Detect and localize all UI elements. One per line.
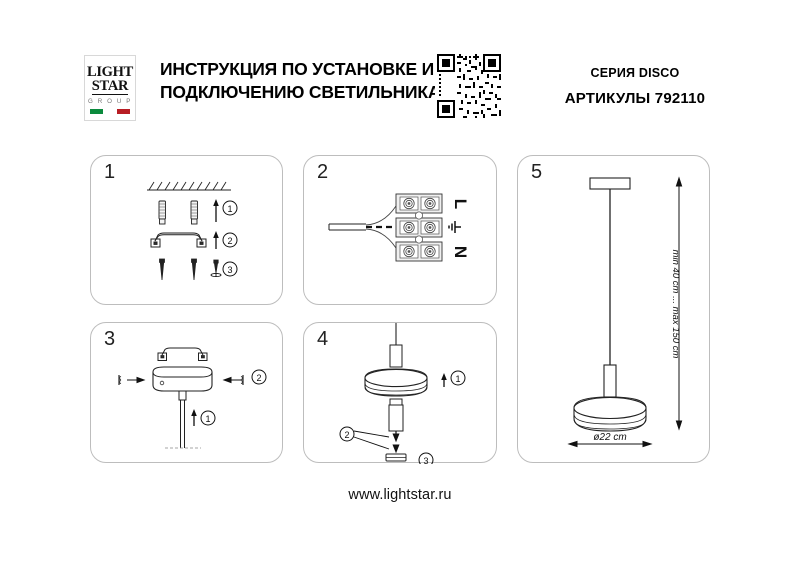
step-number-1: 1 bbox=[104, 161, 116, 183]
assembly-arrows bbox=[392, 431, 400, 454]
wall-anchor-icon bbox=[158, 200, 198, 225]
step-panel-1: 1 bbox=[90, 155, 283, 305]
callout-text-4-2: 2 bbox=[344, 430, 349, 440]
canopy-set-screw bbox=[159, 380, 165, 386]
ceiling-canopy-icon bbox=[152, 366, 213, 392]
step-panel-3: 3 bbox=[90, 322, 283, 463]
terminal-block-icon bbox=[395, 193, 443, 262]
ceiling-plate bbox=[589, 177, 631, 190]
step-panel-4: 4 1 bbox=[303, 322, 497, 464]
callout-leader-2 bbox=[353, 430, 390, 450]
terminal-label-live: L bbox=[451, 199, 470, 209]
page-title-line-2: ПОДКЛЮЧЕНИЮ СВЕТИЛЬНИКА bbox=[160, 82, 441, 102]
logo-text-light: LIGHT bbox=[86, 64, 134, 81]
callout-arrow-1 bbox=[191, 409, 197, 426]
height-dimension bbox=[675, 176, 683, 431]
callout-text-1-3: 3 bbox=[227, 265, 232, 275]
step-1-diagram: 1 2 bbox=[147, 181, 238, 281]
diameter-dimension bbox=[567, 440, 653, 448]
screw-icon bbox=[159, 258, 197, 281]
fixing-screw-right bbox=[222, 375, 244, 385]
terminal-label-neutral: N bbox=[451, 246, 470, 258]
callout-text-1-1: 1 bbox=[227, 204, 232, 214]
step-panel-5: 5 min 40 cm ... max 150 cm bbox=[517, 155, 710, 463]
step-5-diagram: min 40 cm ... max 150 cm ø22 cm bbox=[567, 176, 683, 448]
logo-text-group: G R O U P bbox=[88, 97, 132, 105]
retaining-nut-icon bbox=[385, 453, 407, 462]
step-number-2: 2 bbox=[317, 161, 329, 183]
callout-text-4-3: 3 bbox=[423, 456, 428, 464]
step-2-diagram: L N bbox=[328, 193, 470, 262]
lightstar-logo: LIGHT STAR G R O U P bbox=[84, 55, 136, 121]
mounting-bracket-icon bbox=[150, 232, 207, 248]
holder-collar bbox=[389, 398, 403, 406]
product-identification: СЕРИЯ DISCO АРТИКУЛЫ 792110 bbox=[530, 66, 740, 107]
step-3-diagram: 1 2 bbox=[118, 347, 267, 449]
step-panel-2: 2 bbox=[303, 155, 497, 305]
page-title-line-1: ИНСТРУКЦИЯ ПО УСТАНОВКЕ И bbox=[160, 59, 434, 79]
callout-text-4-1: 1 bbox=[455, 374, 460, 384]
height-dimension-label: min 40 cm ... max 150 cm bbox=[670, 250, 681, 359]
screw-washer-icon bbox=[213, 259, 219, 274]
step-number-3: 3 bbox=[104, 328, 116, 350]
cable-sleeve-top bbox=[389, 344, 403, 368]
step-4-diagram: 1 2 3 bbox=[339, 323, 466, 464]
callout-arrow-2 bbox=[213, 231, 219, 249]
lamp-shade-icon bbox=[573, 396, 647, 432]
logo-text-star: STAR bbox=[91, 78, 129, 96]
earth-symbol-icon bbox=[448, 221, 461, 233]
callout-text-1-2: 2 bbox=[227, 236, 232, 246]
callout-text-3-1: 1 bbox=[205, 414, 210, 424]
diameter-dimension-label: ø22 cm bbox=[593, 432, 626, 443]
footer-url[interactable]: www.lightstar.ru bbox=[348, 487, 452, 503]
page-title: ИНСТРУКЦИЯ ПО УСТАНОВКЕ И ПОДКЛЮЧЕНИЮ СВ… bbox=[160, 58, 480, 104]
step-number-5: 5 bbox=[531, 161, 543, 183]
qr-code-icon bbox=[435, 52, 503, 120]
series-label: СЕРИЯ DISCO bbox=[590, 66, 680, 80]
callout-text-3-2: 2 bbox=[256, 373, 261, 383]
fixing-screw-left bbox=[118, 375, 146, 385]
lamp-holder bbox=[388, 404, 404, 432]
lamp-shade-icon bbox=[364, 368, 428, 397]
callout-arrow-1 bbox=[213, 199, 219, 222]
step-number-4: 4 bbox=[317, 328, 329, 350]
mounting-bracket-icon bbox=[157, 347, 208, 361]
callout-arrow-1 bbox=[441, 373, 447, 387]
article-label: АРТИКУЛЫ 792110 bbox=[564, 90, 706, 107]
italian-flag-icon bbox=[90, 108, 130, 114]
document-header: LIGHT STAR G R O U P ИНСТРУКЦИЯ ПО УСТАН… bbox=[60, 52, 740, 128]
holder-stem bbox=[603, 364, 617, 398]
